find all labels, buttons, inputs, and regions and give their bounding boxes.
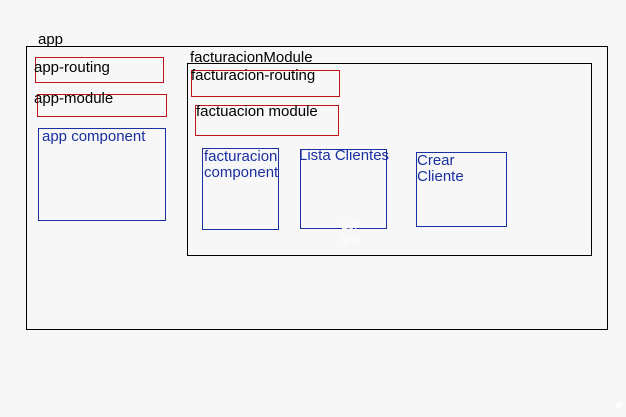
app-module-label: app-module (34, 90, 114, 107)
crear-cliente-label-line2: Cliente (417, 168, 464, 185)
facturacion-routing-box (191, 70, 340, 97)
app-component-label: app component (42, 128, 146, 145)
facturacion-module-box (195, 105, 339, 136)
facturacion-component-label-line2: component (204, 164, 279, 181)
app-container (26, 46, 608, 330)
app-routing-box (35, 57, 164, 83)
app-module-box (37, 94, 167, 117)
facturacion-module-label: factuacion module (196, 103, 318, 120)
facturacion-module-container (187, 63, 592, 256)
lista-clientes-label: Lista Clientes (299, 147, 390, 164)
facturacion-module-title: facturacionModule (190, 49, 313, 66)
faint-text-line2: ipsi (341, 232, 360, 246)
app-routing-label: app-routing (34, 59, 110, 76)
app-title: app (38, 31, 64, 48)
crear-cliente-box (416, 152, 507, 227)
lista-clientes-box (300, 149, 387, 229)
crear-cliente-label-line1: Crear (417, 152, 455, 169)
app-component-box (38, 128, 166, 221)
facturacion-component-box (202, 148, 279, 230)
corner-dot (616, 402, 622, 408)
faint-text-line1: Lor (341, 218, 359, 232)
facturacion-routing-label: facturacion-routing (191, 67, 316, 84)
facturacion-component-label-line1: facturacion (204, 148, 278, 165)
